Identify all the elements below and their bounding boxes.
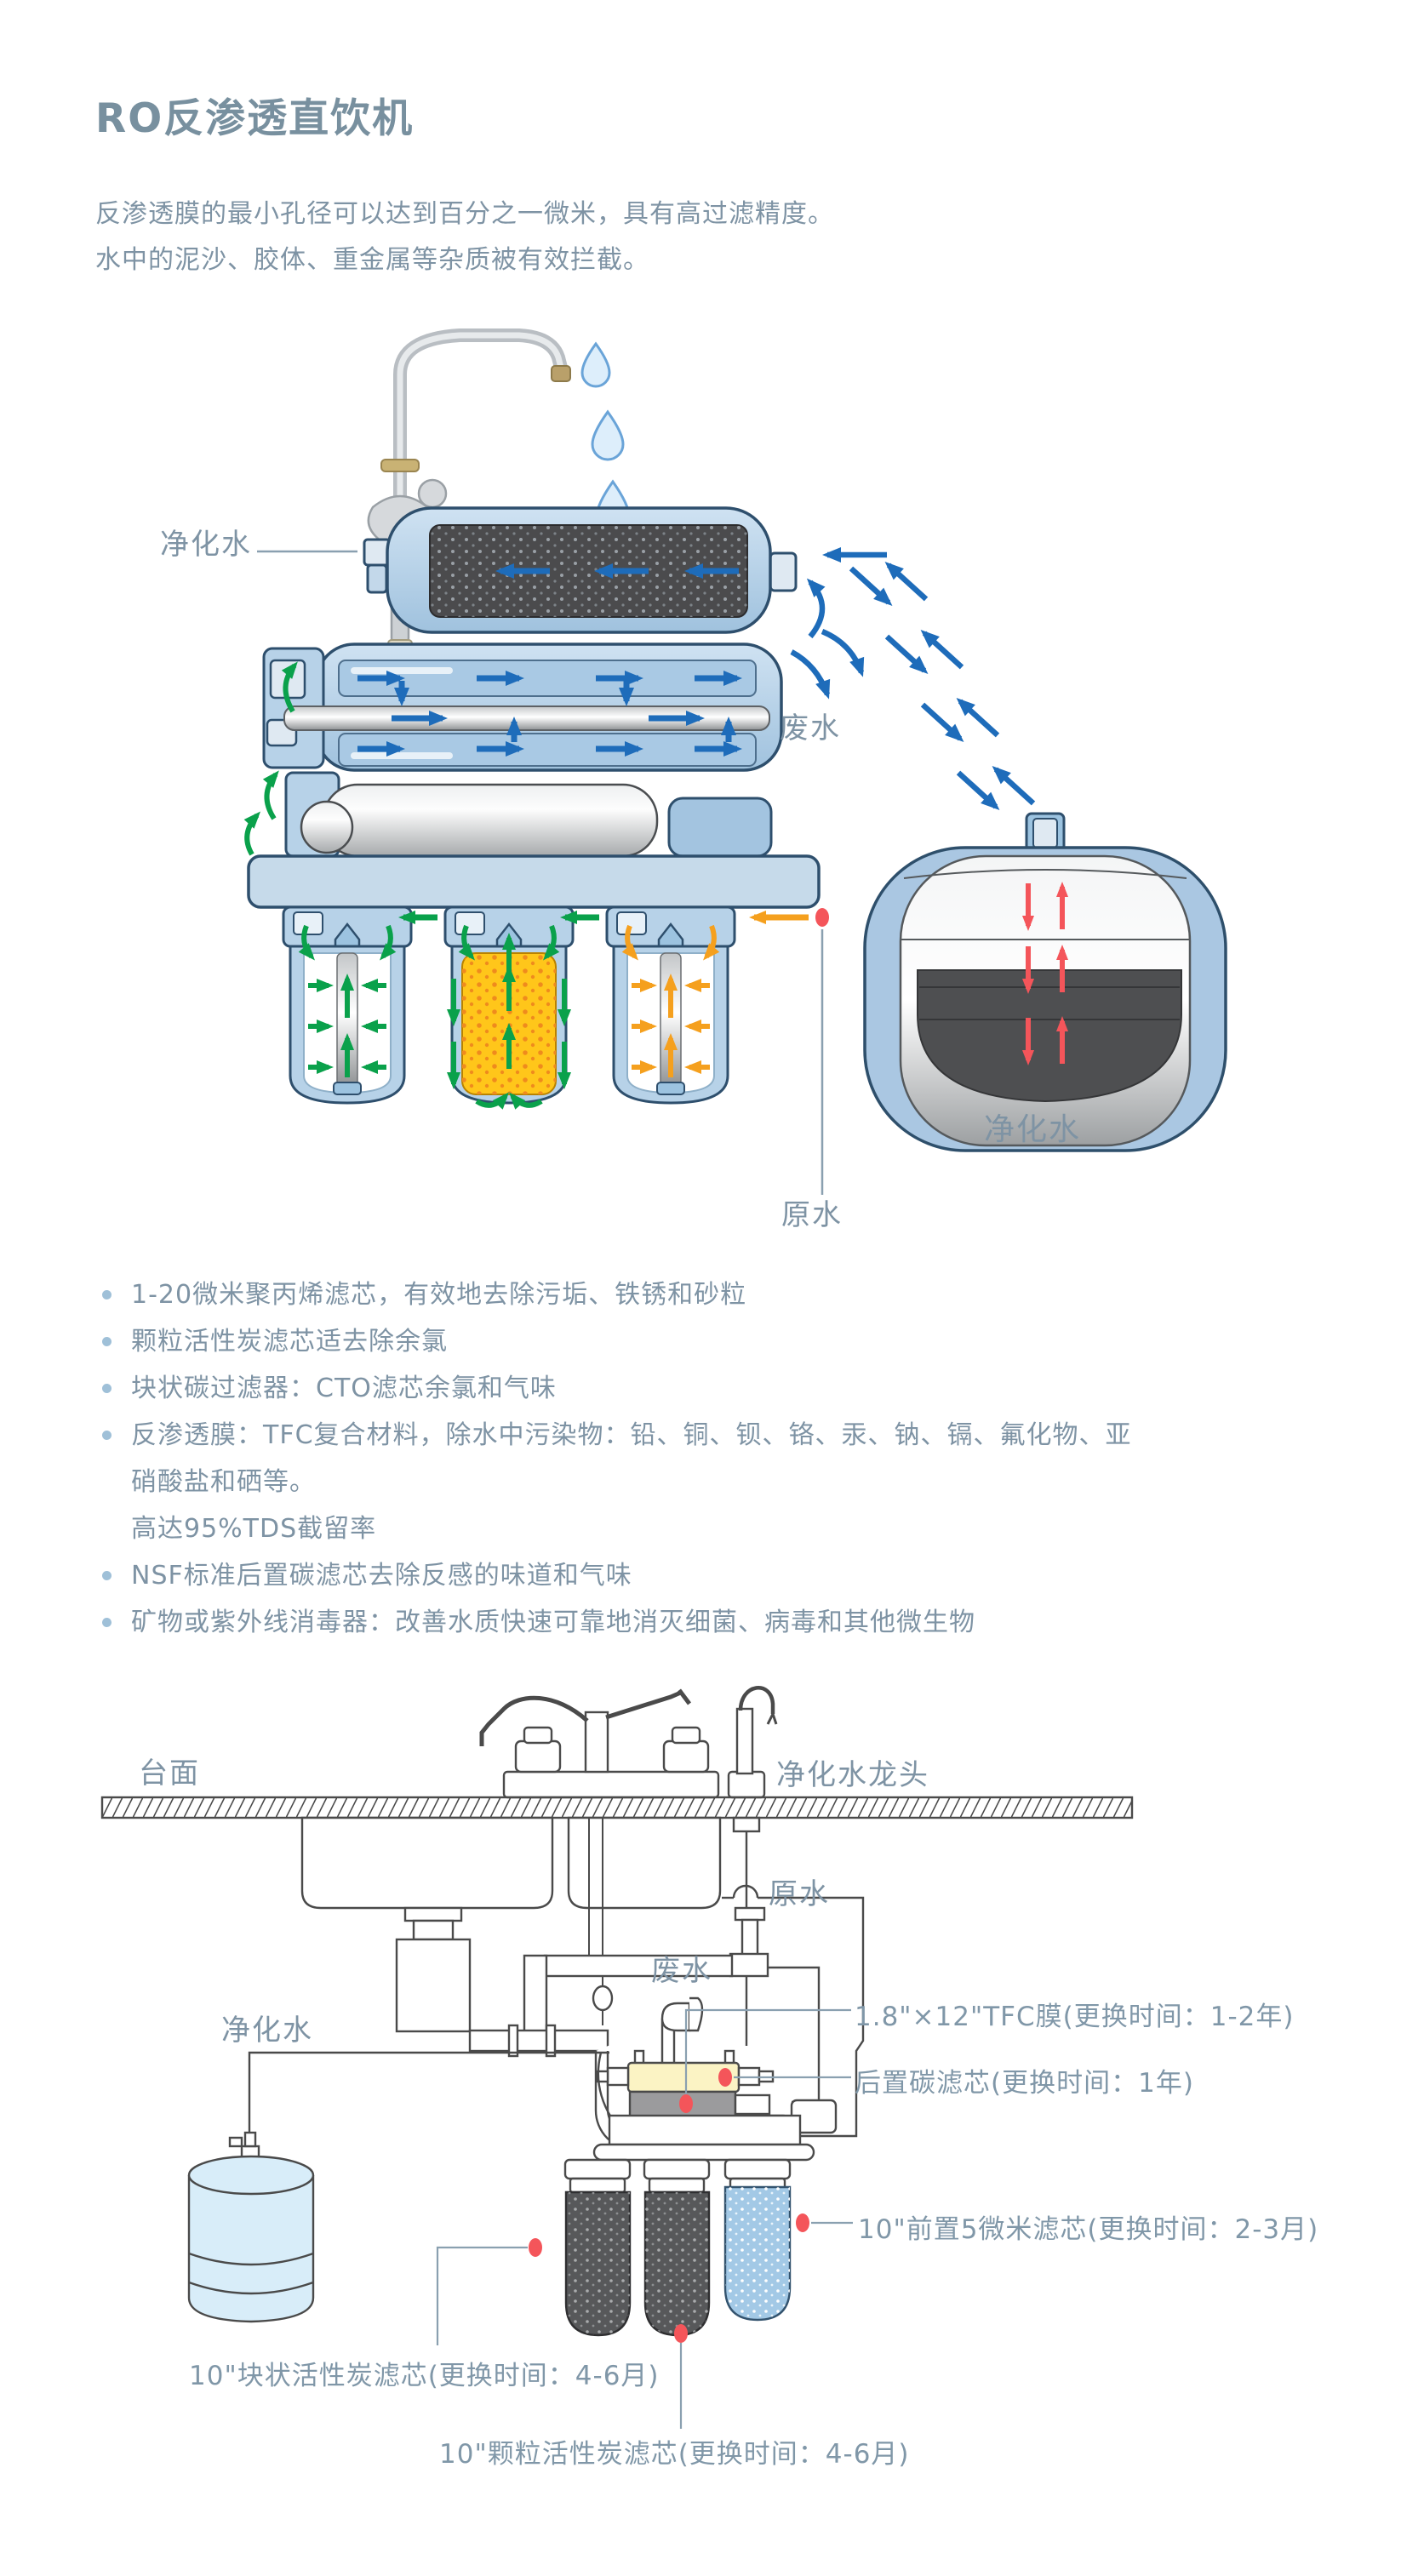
feature-text: NSF标准后置碳滤芯去除反感的味道和气味	[131, 1561, 632, 1591]
pressure-tank	[863, 812, 1227, 1152]
feature-text: 1-20微米聚丙烯滤芯，有效地去除污垢、铁锈和砂粒	[131, 1280, 747, 1310]
page-title: RO反渗透直饮机	[95, 95, 415, 142]
storage-tank-lower	[187, 2051, 609, 2323]
feature-item-6: 矿物或紫外线消毒器：改善水质快速可靠地消灭细菌、病毒和其他微生物	[100, 1599, 1335, 1646]
feature-text-cont: 硝酸盐和硒等。	[131, 1467, 316, 1497]
callout-lines	[436, 2008, 853, 2429]
label-tank-purified-water: 净化水	[984, 1112, 1082, 1147]
feature-item-5: NSF标准后置碳滤芯去除反感的味道和气味	[100, 1552, 1335, 1599]
post-carbon-cartridge	[363, 506, 798, 634]
intro-line-2: 水中的泥沙、胶体、重金属等杂质被有效拦截。	[95, 245, 649, 275]
filter-housing-2-cto	[443, 905, 575, 1110]
label-waste-water-bottom: 废水	[651, 1954, 712, 1988]
callout-pre-sediment: 10"前置5微米滤芯(更换时间：2-3月)	[858, 2214, 1319, 2245]
manifold-base-plate	[247, 854, 821, 909]
feature-text: 矿物或紫外线消毒器：改善水质快速可靠地消灭细菌、病毒和其他微生物	[131, 1608, 975, 1637]
countertop-surface	[100, 1796, 1134, 1819]
waste-water-flow-arrows	[790, 547, 1036, 811]
undersink-unit	[563, 2049, 838, 2337]
raw-water-anchor-dot	[815, 908, 829, 927]
feature-text: 反渗透膜：TFC复合材料，除水中污染物：铅、铜、钡、铬、汞、钠、镉、氟化物、亚	[131, 1420, 1132, 1450]
callout-post-carbon: 后置碳滤芯(更换时间：1年)	[855, 2068, 1194, 2099]
label-purified-water-bottom: 净化水	[221, 2013, 313, 2048]
ro-faucet-line-art	[727, 1686, 778, 2046]
label-waste-water-top: 废水	[780, 711, 841, 745]
callout-tfc-membrane: 1.8"×12"TFC膜(更换时间：1-2年)	[855, 2002, 1295, 2032]
water-drop-icons	[580, 341, 631, 534]
feature-item-3: 块状碳过滤器：CTO滤芯余氯和气味	[100, 1365, 1335, 1412]
raw-water-line	[722, 1884, 865, 2138]
feature-text: 颗粒活性炭滤芯适去除余氯	[131, 1327, 448, 1357]
callout-granular-carbon: 10"颗粒活性炭滤芯(更换时间：4-6月)	[439, 2439, 910, 2470]
system-diagram	[243, 328, 1227, 1195]
feature-item-1: 1-20微米聚丙烯滤芯，有效地去除污垢、铁锈和砂粒	[100, 1271, 1335, 1318]
feature-list: 1-20微米聚丙烯滤芯，有效地去除污垢、铁锈和砂粒 颗粒活性炭滤芯适去除余氯 块…	[100, 1271, 1335, 1646]
feature-text: 块状碳过滤器：CTO滤芯余氯和气味	[131, 1374, 557, 1403]
label-raw-water-top: 原水	[781, 1198, 843, 1232]
label-raw-water-bottom: 原水	[769, 1877, 830, 1911]
install-diagram	[100, 1686, 1134, 2429]
label-countertop: 台面	[139, 1756, 200, 1791]
label-purified-faucet: 净化水龙头	[776, 1758, 929, 1792]
filter-housing-3-gac	[605, 905, 736, 1105]
waste-water-line	[768, 1966, 821, 2104]
feature-item-4: 反渗透膜：TFC复合材料，除水中污染物：铅、铜、钡、铬、汞、钠、镉、氟化物、亚 …	[100, 1412, 1335, 1552]
filter-housing-1-sediment	[282, 905, 413, 1105]
ro-membrane-housing	[262, 643, 783, 772]
feature-item-2: 颗粒活性炭滤芯适去除余氯	[100, 1318, 1335, 1365]
sink-basin-left	[300, 1816, 554, 1910]
callout-anchor-dots	[529, 2068, 809, 2343]
intro-line-1: 反渗透膜的最小孔径可以达到百分之一微米，具有高过滤精度。	[95, 199, 834, 229]
callout-cto-carbon: 10"块状活性炭滤芯(更换时间：4-6月)	[189, 2361, 660, 2391]
sink-basin-right	[567, 1816, 722, 1910]
pump-assembly	[284, 771, 773, 858]
feature-text-cont: 高达95%TDS截留率	[131, 1514, 377, 1544]
label-purified-water-top: 净化水	[160, 528, 252, 562]
kitchen-faucet-line-art	[479, 1688, 720, 1799]
